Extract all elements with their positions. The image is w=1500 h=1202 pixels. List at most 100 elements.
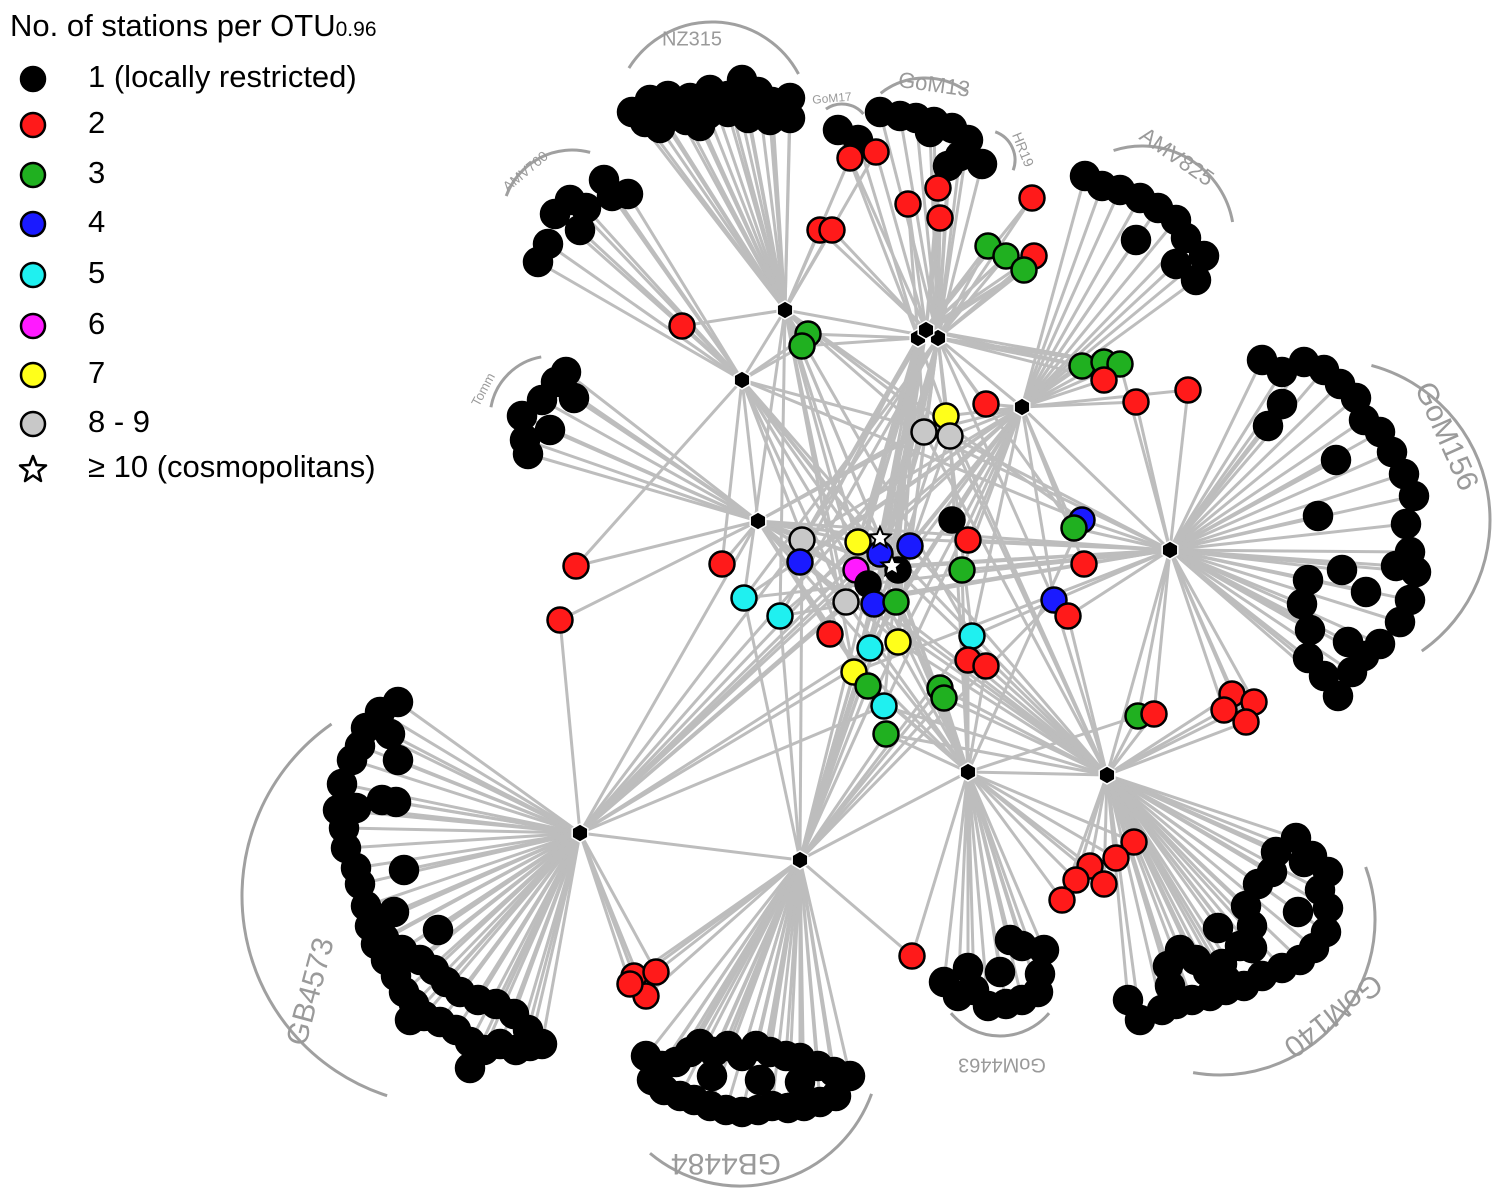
otu-node — [1090, 366, 1118, 394]
edge — [798, 859, 852, 1077]
edge — [967, 770, 1117, 860]
otu-node — [1174, 376, 1202, 404]
edge — [966, 771, 990, 1007]
station-arc — [1371, 364, 1492, 653]
otu-node — [788, 332, 816, 360]
edge — [684, 119, 787, 311]
edge — [1088, 774, 1109, 867]
edge — [1169, 450, 1393, 552]
otu-node — [914, 116, 946, 148]
edge — [740, 379, 858, 571]
edge — [549, 428, 759, 523]
edge — [798, 697, 946, 861]
station-label: GB4484 — [671, 1147, 781, 1180]
legend-symbol-1 — [19, 65, 47, 93]
edge — [1020, 189, 1122, 408]
otu-node — [1288, 846, 1320, 878]
otu-node — [1010, 256, 1038, 284]
station-label: GoM156 — [1408, 377, 1485, 496]
edge — [1169, 472, 1405, 552]
edge — [1102, 774, 1109, 885]
otu-node — [836, 144, 864, 172]
otu-node — [532, 228, 564, 260]
otu-node — [1048, 886, 1076, 914]
legend-symbol-6 — [19, 312, 47, 340]
edge — [1020, 185, 1104, 408]
edge — [742, 309, 787, 599]
otu-node — [1018, 184, 1046, 212]
station-label: AMV760 — [499, 147, 551, 194]
edge — [1168, 359, 1264, 551]
edge — [1168, 389, 1190, 551]
legend-title-subscript: 0.96 — [335, 18, 377, 41]
otu-node — [924, 174, 952, 202]
otu-node — [612, 178, 644, 210]
edge — [966, 771, 1064, 901]
edge — [890, 564, 1109, 777]
edge — [756, 520, 872, 649]
edge — [381, 798, 581, 835]
edge — [798, 685, 870, 861]
edge — [1168, 549, 1226, 711]
otu-node — [1302, 500, 1334, 532]
otu-node — [972, 390, 1000, 418]
station-arc — [1192, 866, 1377, 1077]
edge — [1106, 773, 1315, 950]
otu-node — [872, 720, 900, 748]
edge — [1020, 405, 1172, 552]
edge — [1020, 197, 1142, 408]
edge — [578, 540, 860, 835]
otu-node — [1160, 248, 1192, 280]
otu-node — [1202, 912, 1234, 944]
edge — [966, 771, 1024, 947]
edge — [1169, 548, 1303, 606]
otu-node — [1292, 642, 1324, 674]
otu-node — [854, 672, 882, 700]
legend-symbol-2 — [19, 111, 47, 139]
edge — [1168, 371, 1284, 551]
edge — [1169, 418, 1365, 552]
edge — [540, 832, 582, 1045]
edge — [1020, 406, 1056, 601]
edge — [1020, 262, 1178, 409]
edge — [645, 858, 801, 998]
legend-item-9: ≥ 10 (cosmopolitans) — [0, 446, 470, 490]
otu-node — [786, 548, 814, 576]
legend-symbol-7 — [19, 361, 47, 389]
station-arc — [240, 722, 388, 1098]
edge — [967, 714, 1139, 774]
otu-node — [616, 970, 644, 998]
edge — [936, 163, 984, 339]
station-hub — [1013, 397, 1031, 417]
legend-label-2: 2 — [88, 105, 106, 140]
edge — [799, 858, 913, 958]
edge — [740, 379, 848, 603]
edge — [658, 127, 787, 311]
edge — [1105, 774, 1198, 961]
otu-node — [992, 242, 1020, 270]
legend: No. of stations per OTU0.96 1 (locally r… — [0, 0, 470, 500]
otu-node — [954, 526, 982, 554]
legend-symbol-5 — [19, 261, 47, 289]
edge — [726, 111, 787, 311]
otu-node — [862, 138, 890, 166]
otu-node — [564, 214, 596, 246]
otu-node — [744, 1064, 776, 1096]
edge — [432, 831, 582, 972]
edge — [1052, 599, 1109, 776]
edge — [393, 831, 581, 914]
edge — [1067, 548, 1171, 618]
edge — [1169, 548, 1401, 624]
otu-node — [1332, 626, 1364, 658]
edge — [681, 308, 786, 328]
edge — [389, 732, 581, 835]
edge — [740, 309, 787, 381]
otu-node — [1384, 606, 1416, 638]
edge — [885, 732, 969, 774]
otu-node — [378, 896, 410, 928]
station-arc — [489, 355, 542, 408]
edge — [890, 329, 928, 567]
legend-label-1: 1 (locally restricted) — [88, 59, 357, 94]
edge — [1105, 774, 1220, 929]
edge — [1169, 514, 1319, 552]
